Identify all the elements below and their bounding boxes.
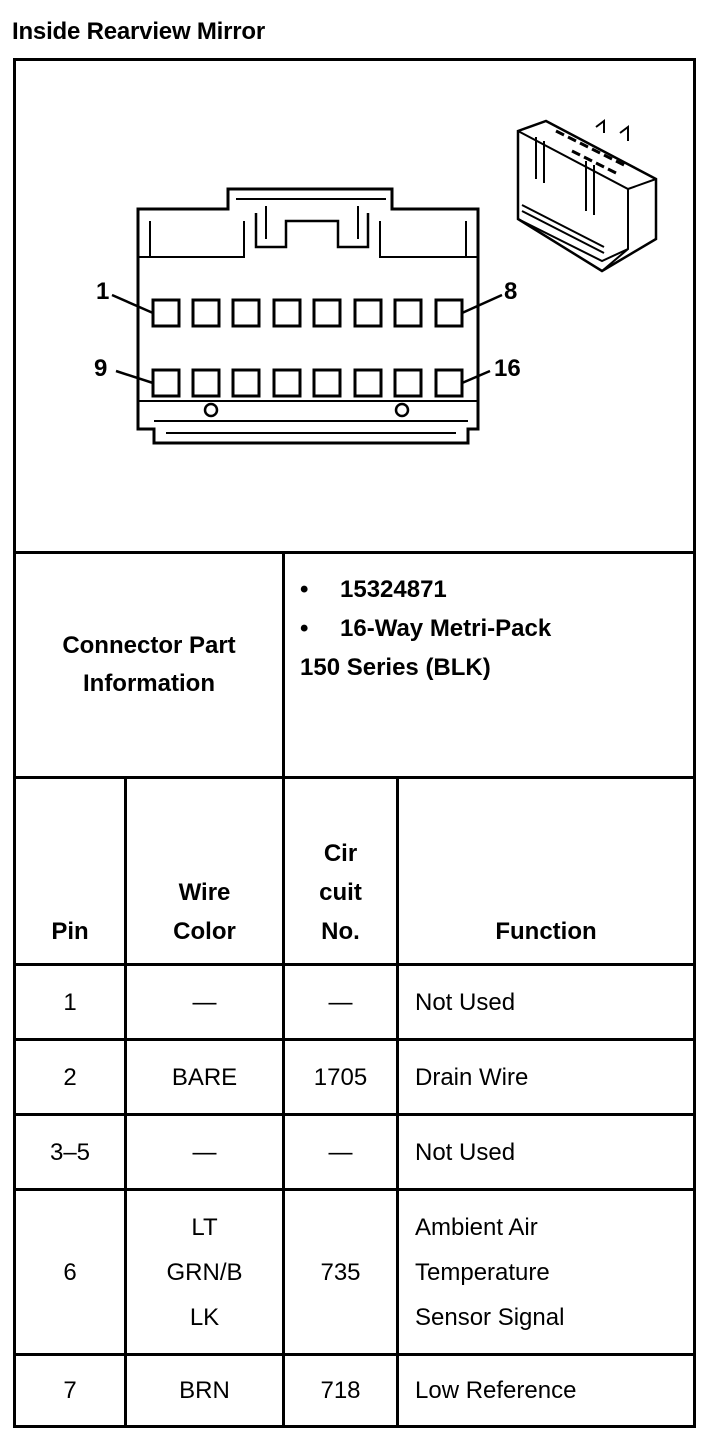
divider — [13, 1038, 696, 1041]
divider — [124, 776, 127, 1426]
divider — [282, 551, 285, 776]
table-row-pin: 6 — [63, 1258, 77, 1286]
connector-part-details: • 15324871 • 16-Way Metri-Pack 150 Serie… — [300, 570, 690, 687]
bullet-icon: • — [300, 615, 309, 642]
part-number: 15324871 — [340, 576, 447, 603]
table-row-function: Not Used — [415, 1138, 516, 1166]
divider — [13, 1188, 696, 1191]
header-circuit-no: Cir cuit No. — [319, 840, 362, 945]
connector-series: 150 Series (BLK) — [300, 654, 491, 681]
table-row-wire-color: LT GRN/B LK — [166, 1213, 243, 1331]
pin-label-9: 9 — [94, 355, 107, 382]
table-row-wire-color: BARE — [171, 1063, 238, 1091]
divider — [13, 551, 696, 554]
table-row-wire-color: BRN — [179, 1377, 230, 1404]
divider — [13, 1113, 696, 1116]
table-row-pin: 1 — [63, 988, 77, 1016]
connector-face — [136, 187, 480, 445]
table-row-circuit: — — [328, 988, 353, 1016]
connector-type-item: • 16-Way Metri-Pack — [300, 609, 690, 648]
page-title: Inside Rearview Mirror — [12, 18, 266, 45]
table-row-pin: 7 — [63, 1377, 77, 1404]
pin-label-8: 8 — [504, 278, 517, 305]
divider — [13, 963, 696, 966]
divider — [282, 776, 285, 1426]
table-row-circuit: 735 — [320, 1258, 361, 1286]
table-row-pin: 3–5 — [49, 1138, 91, 1166]
connector-type: 16-Way Metri-Pack — [340, 615, 552, 642]
connector-isometric-view — [516, 119, 658, 273]
pin-label-16: 16 — [494, 355, 521, 382]
table-row-function: Drain Wire — [415, 1063, 529, 1091]
pin-cavities — [151, 298, 464, 398]
table-row-circuit: 718 — [320, 1377, 361, 1404]
connector-diagram: 1 8 9 16 — [94, 119, 658, 445]
pin-label-1: 1 — [96, 278, 109, 305]
table-row-function: Not Used — [415, 988, 516, 1016]
document-frame — [13, 58, 696, 1428]
divider — [13, 1353, 696, 1356]
connector-part-label: Connector Part Information — [62, 631, 236, 697]
divider — [13, 776, 696, 779]
header-wire-color: Wire Color — [173, 879, 236, 945]
header-pin: Pin — [51, 918, 89, 945]
table-row-wire-color: — — [192, 1138, 217, 1166]
table-row-circuit: 1705 — [313, 1063, 368, 1091]
table-row-wire-color: — — [192, 988, 217, 1016]
divider — [396, 776, 399, 1426]
part-number-item: • 15324871 — [300, 570, 690, 609]
table-row-circuit: — — [328, 1138, 353, 1166]
table-row-pin: 2 — [63, 1063, 77, 1091]
bullet-icon: • — [300, 576, 309, 603]
pin-leaders — [111, 293, 503, 385]
table-row-function: Ambient Air Temperature Sensor Signal — [415, 1213, 565, 1331]
header-function: Function — [495, 918, 597, 945]
table-row-function: Low Reference — [415, 1377, 577, 1404]
